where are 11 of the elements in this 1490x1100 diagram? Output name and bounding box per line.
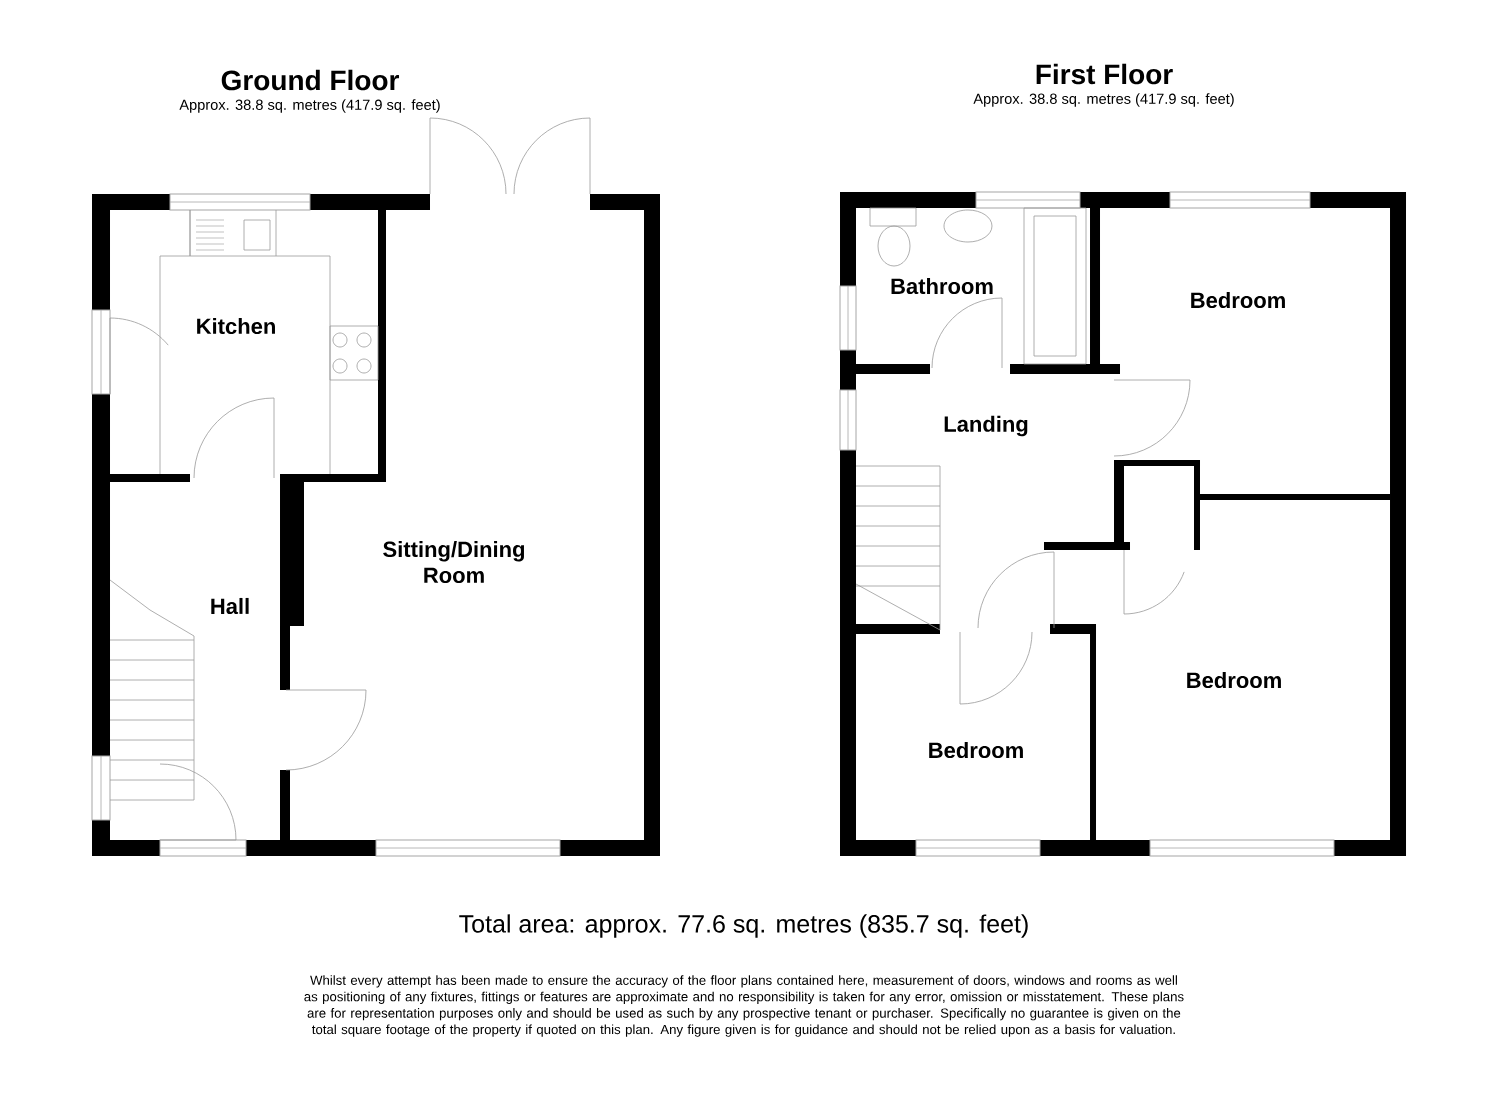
room-label: Bathroom [891,277,993,295]
room-label: Kitchen [197,317,275,335]
room-label: Sitting/Dining Room [383,540,525,584]
total-area: Total area: approx. 77.6 sq. metres (835.7 sq. feet) [459,914,1028,938]
floor-heading: First Floor [1036,63,1173,85]
room-label: Landing [944,415,1028,437]
room-label: Bedroom [1187,671,1281,689]
room-label: Bedroom [1191,291,1285,309]
floor-heading: Ground Floor [221,69,399,91]
room-label: Bedroom [929,741,1023,759]
room-label: Hall [211,597,249,615]
